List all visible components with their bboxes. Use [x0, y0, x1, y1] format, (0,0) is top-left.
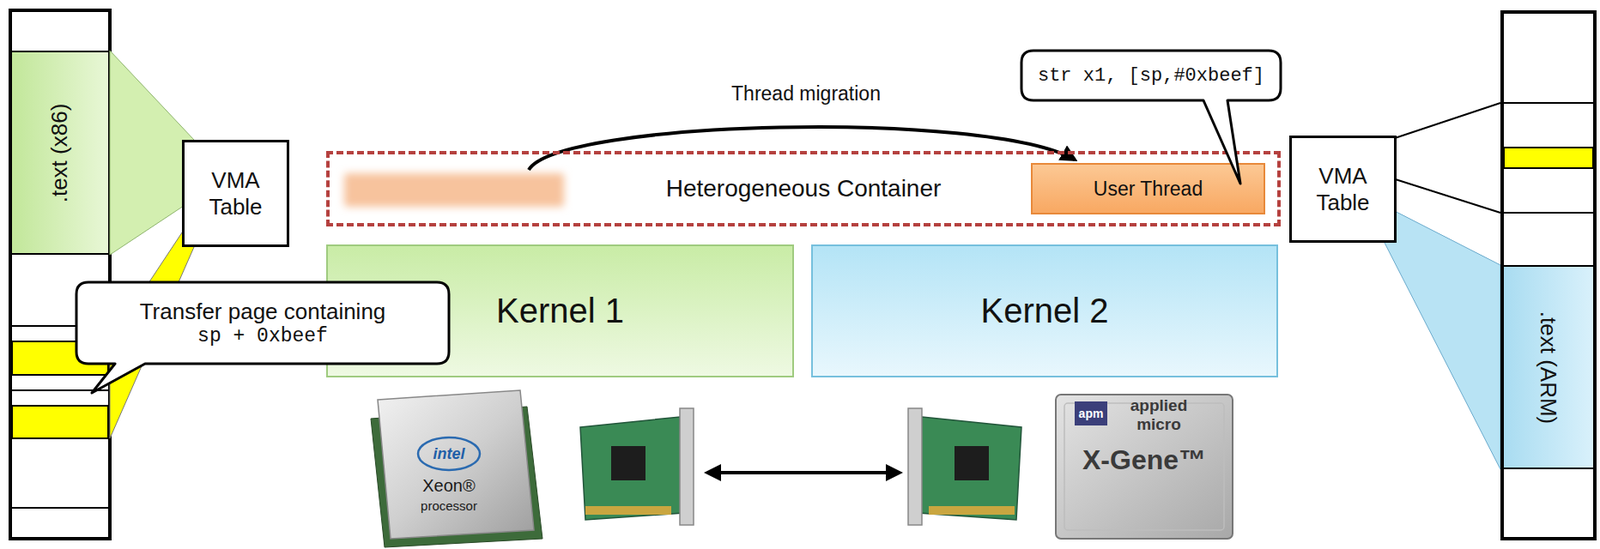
chip-body [1055, 394, 1233, 540]
memory-column [10, 10, 110, 540]
mapping-line [1384, 175, 1501, 213]
chip-lid [377, 390, 534, 540]
card-board [580, 417, 684, 521]
text-segment: .text (x86) [12, 50, 109, 255]
node-text: sp + 0xbeef [197, 325, 328, 348]
chip-marking: processor [420, 498, 478, 514]
node-text: .text (ARM) [1535, 310, 1563, 424]
node-text: User Thread [1093, 177, 1203, 201]
callout-shape [1021, 50, 1281, 184]
xeon-chip [370, 390, 543, 548]
column-divider [10, 507, 110, 510]
page-band [12, 406, 109, 439]
chip-marking: apm [1078, 406, 1104, 421]
column-outline [1502, 12, 1595, 540]
callout-bubble: str x1, [sp,#0xbeef] [1021, 50, 1281, 101]
node-text: Kernel 2 [981, 291, 1110, 331]
vma-table-box: VMA Table [181, 139, 290, 248]
vma-table-box: VMA Table [1289, 135, 1397, 243]
node-text: Kernel 1 [496, 291, 625, 331]
mapping-wedge [1384, 206, 1501, 470]
mapping-line [1384, 103, 1501, 142]
column-divider [1502, 212, 1595, 214]
thread-box: User Thread [1030, 163, 1266, 215]
text-segment: .text (ARM) [1503, 265, 1594, 470]
chip-marking: applied micro [1120, 396, 1198, 435]
card-contacts [585, 506, 672, 516]
callout-bubble: Transfer page containingsp + 0xbeef [76, 282, 449, 364]
apm-logo [1074, 401, 1108, 426]
xgene-chip [1055, 394, 1233, 540]
interconnect-arrow [707, 471, 900, 475]
node-text: str x1, [sp,#0xbeef] [1037, 65, 1265, 87]
node-text: VMA Table [1291, 163, 1394, 217]
network-card [580, 408, 694, 526]
page-band [1503, 147, 1594, 169]
memory-column [1502, 12, 1595, 540]
card-contacts [928, 506, 1015, 516]
card-bracket [908, 408, 922, 526]
column-divider [1502, 102, 1595, 104]
card-chip [611, 446, 646, 481]
node-text: VMA Table [184, 167, 287, 221]
node-text: .text (x86) [47, 103, 74, 203]
container-region: Heterogeneous Container User Thread [326, 151, 1281, 227]
network-card [908, 408, 1022, 526]
column-outline [10, 10, 110, 540]
kernel-box: Kernel 2 [811, 244, 1279, 378]
node-text: Heterogeneous Container [666, 175, 942, 203]
card-board [918, 417, 1022, 521]
card-bracket [679, 408, 694, 526]
chip-marking: Xeon® [422, 476, 475, 497]
node-text: Transfer page containing [139, 298, 387, 326]
chip-marking: intel [432, 445, 465, 464]
chip-marking: X-Gene™ [1082, 444, 1207, 477]
card-chip [954, 446, 989, 481]
arrow-label: Thread migration [731, 82, 881, 106]
migration-arrow [528, 127, 1075, 170]
logo-swoosh [418, 437, 480, 471]
migrating-thread-ghost [344, 173, 564, 207]
